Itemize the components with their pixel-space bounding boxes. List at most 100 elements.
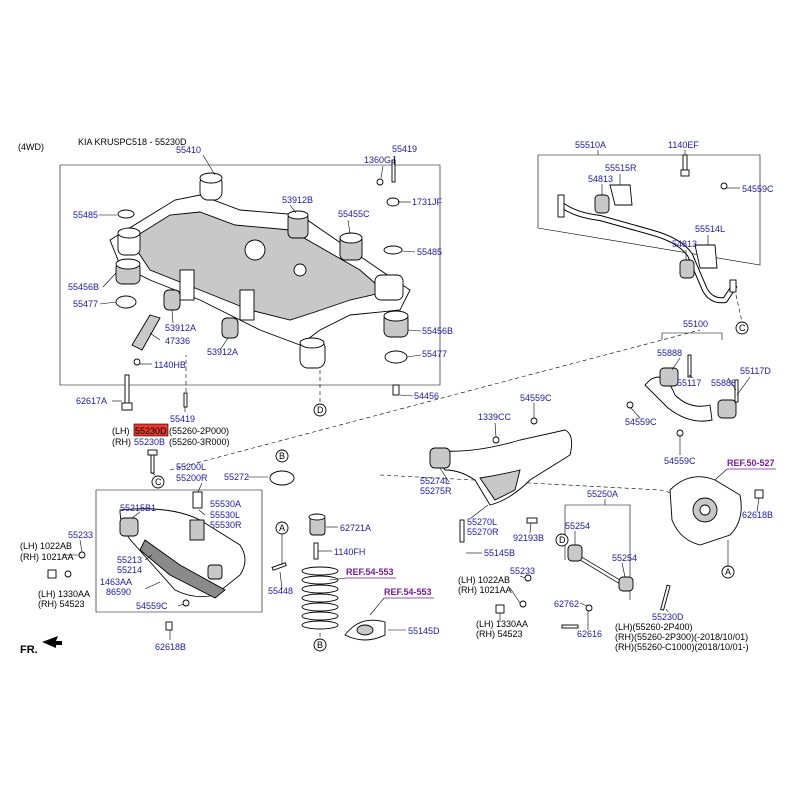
label-54559C-d: 54559C	[136, 601, 168, 611]
label-55477-left: 55477	[73, 299, 98, 309]
label-lh-1022AB-b: (LH) 1022AB	[458, 575, 510, 585]
label-55215B1: 55215B1	[120, 503, 156, 513]
circle-C-label-right: C	[739, 323, 746, 333]
diagram-title: KIA KRUSPC518 - 55230D	[78, 137, 187, 147]
label-55230D: 55230D	[652, 612, 684, 622]
label-55419-b: 55419	[170, 414, 195, 424]
label-54559C-e: 54559C	[520, 393, 552, 403]
circle-D-bottom	[555, 533, 569, 547]
label-55260-3R000: (55260-3R000)	[169, 437, 230, 447]
label-55515R: 55515R	[605, 163, 637, 173]
label-55410: 55410	[176, 145, 201, 155]
label-55888-a: 55888	[657, 348, 682, 358]
label-53912A-a: 53912A	[165, 323, 196, 333]
label-rh-1021AA-b: (RH) 1021AA	[458, 585, 512, 595]
label-1731JF: 1731JF	[412, 197, 443, 207]
label-55145D: 55145D	[408, 626, 440, 636]
label-53912B: 53912B	[282, 195, 313, 205]
coil-spring	[301, 513, 339, 640]
label-62618B-a: 62618B	[155, 642, 186, 652]
label-1140FH: 1140FH	[334, 547, 365, 557]
bracket-47336	[131, 314, 161, 351]
ref-54-553-b[interactable]: REF.54-553	[384, 587, 432, 597]
label-55214: 55214	[117, 565, 142, 575]
lower-link-55250A	[495, 504, 634, 629]
circle-A-label-left: A	[279, 523, 285, 533]
label-55272: 55272	[224, 472, 249, 482]
label-55260-2P000: (55260-2P000)	[169, 426, 229, 436]
label-55117D: 55117D	[740, 366, 771, 376]
circle-D-label-bottom: D	[559, 535, 566, 545]
label-47336: 47336	[165, 336, 190, 346]
label-rh-54523-b: (RH) 54523	[476, 629, 523, 639]
label-54559C-a: 54559C	[742, 184, 774, 194]
label-rh-1021AA: (RH) 1021AA	[20, 552, 74, 562]
circle-B-label-bottom: B	[317, 640, 323, 650]
label-55485-right: 55485	[417, 247, 442, 257]
label-rh-54523: (RH) 54523	[38, 599, 85, 609]
spring-seat-55272	[269, 470, 295, 486]
label-53912A-b: 53912A	[207, 347, 238, 357]
circle-C-right	[735, 321, 749, 335]
label-55254-b: 55254	[612, 553, 637, 563]
label-55888-b: 55888	[711, 378, 736, 388]
shock-mount	[344, 619, 386, 641]
label-55485-left: 55485	[73, 210, 98, 220]
subframe-group	[59, 159, 441, 411]
label-62617A: 62617A	[76, 396, 107, 406]
bracket-55515R	[609, 184, 633, 206]
label-55233-a: 55233	[68, 530, 93, 540]
circle-B-top	[275, 449, 289, 463]
bushing-54813-b	[679, 259, 695, 279]
lh-tag: (LH)	[112, 426, 130, 436]
rh-tag: (RH)	[112, 437, 131, 447]
ref-50-527[interactable]: REF.50-527	[727, 458, 775, 468]
circle-D-top	[313, 403, 327, 417]
upper-arm-55100	[626, 354, 739, 437]
label-55270L: 55270L	[467, 517, 497, 527]
label-1463AA: 1463AA	[100, 577, 132, 587]
label-55514L: 55514L	[695, 224, 725, 234]
label-55233-b: 55233	[510, 566, 535, 576]
bushing-55455C	[339, 232, 363, 261]
ref-54-553-a[interactable]: REF.54-553	[346, 567, 394, 577]
label-62762: 62762	[554, 599, 579, 609]
label-lh-1022AB: (LH) 1022AB	[20, 541, 72, 551]
circle-B-bottom	[313, 638, 327, 652]
bushing-55456B-right	[383, 310, 409, 338]
washer-55485-right	[383, 245, 403, 255]
label-92193B: 92193B	[513, 533, 544, 543]
label-1140EF: 1140EF	[668, 140, 699, 150]
label-55213: 55213	[117, 555, 142, 565]
highlight-55230D	[133, 423, 169, 437]
label-55456B-right: 55456B	[422, 326, 453, 336]
circle-C-label-left: C	[155, 477, 162, 487]
label-55254-a: 55254	[565, 521, 590, 531]
circle-A-label-right: A	[725, 567, 731, 577]
bracket-55514L	[694, 244, 718, 269]
washer-55485-left	[117, 209, 135, 219]
label-54456: 54456	[414, 391, 439, 401]
washer-55477-right	[384, 350, 408, 364]
label-lh-1330AA-b: (LH) 1330AA	[476, 619, 528, 629]
label-55477-right: 55477	[422, 349, 447, 359]
label-lh-1330AA: (LH) 1330AA	[38, 589, 90, 599]
trailing-arm-55270	[429, 417, 573, 543]
label-54813-b: 54813	[672, 239, 697, 249]
label-54559C-b: 54559C	[625, 417, 657, 427]
bushing-53912B	[287, 210, 309, 239]
bushing-55456B-left	[115, 258, 141, 285]
label-55274L: 55274L	[420, 476, 450, 486]
label-55530R: 55530R	[210, 520, 242, 530]
label-55145B: 55145B	[484, 548, 515, 558]
label-1140HB: 1140HB	[154, 360, 186, 370]
label-86590: 86590	[106, 587, 131, 597]
front-arrow-icon	[42, 636, 62, 648]
label-55456B-left: 55456B	[68, 282, 99, 292]
stabilizer-group	[537, 154, 761, 304]
label-1339CC: 1339CC	[478, 412, 512, 422]
label-55270R: 55270R	[467, 527, 499, 537]
label-55200R: 55200R	[176, 473, 208, 483]
